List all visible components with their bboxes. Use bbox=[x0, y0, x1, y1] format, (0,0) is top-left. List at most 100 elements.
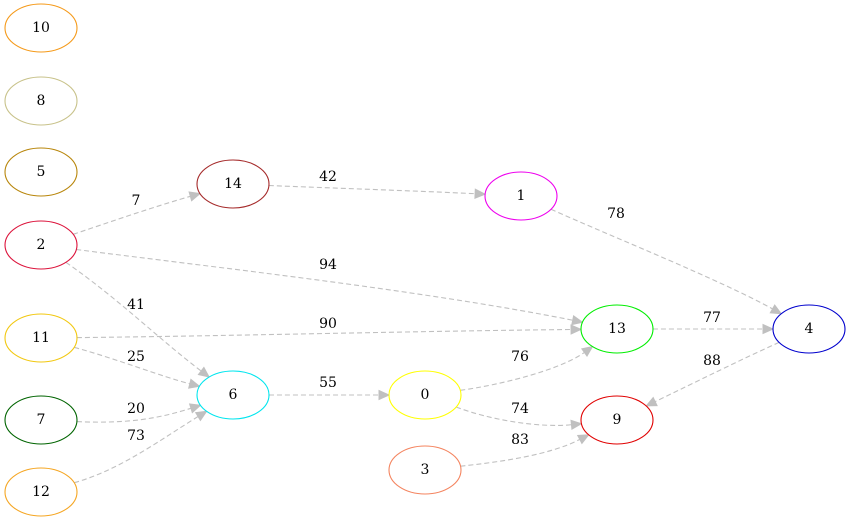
node-0: 0 bbox=[388, 370, 462, 420]
edge-arrowhead-1-4 bbox=[769, 304, 783, 315]
edge-weight-label: 55 bbox=[319, 375, 337, 391]
node-label: 11 bbox=[32, 330, 50, 346]
node-6: 6 bbox=[196, 370, 270, 420]
edge-weight-label: 20 bbox=[127, 401, 145, 417]
node-label: 14 bbox=[224, 176, 242, 192]
node-ellipse bbox=[388, 370, 462, 420]
edge-arrowhead-0-9 bbox=[570, 419, 583, 431]
edge-arrowhead-2-13 bbox=[571, 314, 584, 326]
node-13: 13 bbox=[580, 304, 654, 354]
edge-line-2-14 bbox=[73, 195, 191, 235]
node-12: 12 bbox=[4, 467, 78, 517]
edge-line-2-13 bbox=[76, 248, 573, 321]
node-ellipse bbox=[580, 395, 654, 445]
node-10: 10 bbox=[4, 3, 78, 53]
node-ellipse bbox=[388, 445, 462, 495]
node-ellipse bbox=[4, 220, 78, 270]
edge-line-4-9 bbox=[654, 341, 780, 403]
node-5: 5 bbox=[4, 147, 78, 197]
edge-line-7-6 bbox=[76, 407, 192, 423]
edge-line-1-4 bbox=[550, 208, 773, 310]
node-ellipse bbox=[772, 304, 846, 354]
edge-weight-label: 88 bbox=[703, 353, 721, 369]
edge-weight-label: 78 bbox=[607, 206, 625, 222]
edge-12-6: 73 bbox=[74, 410, 208, 484]
edge-arrowhead-4-9 bbox=[645, 396, 658, 407]
node-9: 9 bbox=[580, 395, 654, 445]
node-14: 14 bbox=[196, 159, 270, 209]
node-label: 12 bbox=[32, 484, 50, 500]
edge-4-9: 88 bbox=[645, 341, 780, 407]
edge-weight-label: 41 bbox=[127, 297, 145, 313]
edge-line-2-6 bbox=[65, 261, 202, 372]
edge-0-13: 76 bbox=[460, 345, 594, 391]
edge-13-4: 77 bbox=[653, 310, 775, 335]
edge-weight-label: 76 bbox=[511, 349, 529, 365]
edge-3-9: 83 bbox=[460, 432, 590, 467]
edge-arrowhead-2-6 bbox=[197, 366, 211, 378]
edge-arrowhead-14-1 bbox=[474, 188, 487, 199]
edge-line-11-13 bbox=[76, 328, 572, 339]
node-ellipse bbox=[196, 159, 270, 209]
edge-2-6: 41 bbox=[65, 261, 211, 378]
node-ellipse bbox=[196, 370, 270, 420]
node-3: 3 bbox=[388, 445, 462, 495]
node-label: 1 bbox=[517, 188, 526, 204]
edge-arrowhead-13-4 bbox=[762, 323, 775, 335]
edge-weight-label: 94 bbox=[319, 257, 337, 273]
node-label: 13 bbox=[608, 321, 626, 337]
node-label: 5 bbox=[37, 164, 46, 180]
edge-weight-label: 25 bbox=[127, 349, 145, 365]
node-4: 4 bbox=[772, 304, 846, 354]
node-7: 7 bbox=[4, 395, 78, 445]
edge-line-0-9 bbox=[456, 406, 572, 426]
edge-arrowhead-12-6 bbox=[194, 410, 208, 422]
node-ellipse bbox=[4, 147, 78, 197]
edge-2-14: 7 bbox=[73, 191, 202, 235]
node-ellipse bbox=[4, 395, 78, 445]
node-label: 2 bbox=[37, 237, 46, 253]
edge-arrowhead-2-14 bbox=[188, 191, 202, 202]
node-ellipse bbox=[4, 3, 78, 53]
node-8: 8 bbox=[4, 76, 78, 126]
edge-weight-label: 73 bbox=[127, 428, 145, 444]
node-label: 0 bbox=[421, 387, 430, 403]
node-ellipse bbox=[4, 313, 78, 363]
edge-line-11-6 bbox=[74, 346, 190, 385]
edge-weight-label: 42 bbox=[319, 169, 337, 185]
edge-arrowhead-3-9 bbox=[576, 434, 590, 445]
node-label: 4 bbox=[805, 321, 814, 337]
node-label: 10 bbox=[32, 20, 50, 36]
edge-7-6: 20 bbox=[76, 401, 202, 423]
node-1: 1 bbox=[484, 171, 558, 221]
edge-line-12-6 bbox=[74, 416, 199, 484]
edge-arrowhead-11-6 bbox=[188, 378, 201, 389]
edge-weight-label: 77 bbox=[703, 310, 721, 326]
node-label: 6 bbox=[229, 387, 238, 403]
node-label: 8 bbox=[37, 93, 46, 109]
node-2: 2 bbox=[4, 220, 78, 270]
edge-11-6: 25 bbox=[74, 346, 201, 389]
node-label: 7 bbox=[37, 412, 46, 428]
edge-arrowhead-11-13 bbox=[570, 324, 583, 335]
node-11: 11 bbox=[4, 313, 78, 363]
edge-1-4: 78 bbox=[550, 206, 783, 315]
edge-arrowhead-7-6 bbox=[188, 403, 202, 414]
edge-weight-label: 74 bbox=[511, 401, 529, 417]
edge-6-0: 55 bbox=[268, 375, 391, 401]
edge-arrowhead-6-0 bbox=[378, 389, 391, 401]
edge-arrowhead-0-13 bbox=[580, 345, 594, 358]
node-ellipse bbox=[484, 171, 558, 221]
node-label: 3 bbox=[421, 462, 430, 478]
node-ellipse bbox=[4, 467, 78, 517]
node-label: 9 bbox=[613, 412, 622, 428]
edge-line-14-1 bbox=[268, 184, 476, 195]
node-ellipse bbox=[580, 304, 654, 354]
edge-weight-label: 90 bbox=[319, 316, 337, 332]
edge-weight-label: 7 bbox=[132, 193, 141, 209]
edge-0-9: 74 bbox=[456, 401, 583, 431]
edge-14-1: 42 bbox=[268, 169, 487, 199]
